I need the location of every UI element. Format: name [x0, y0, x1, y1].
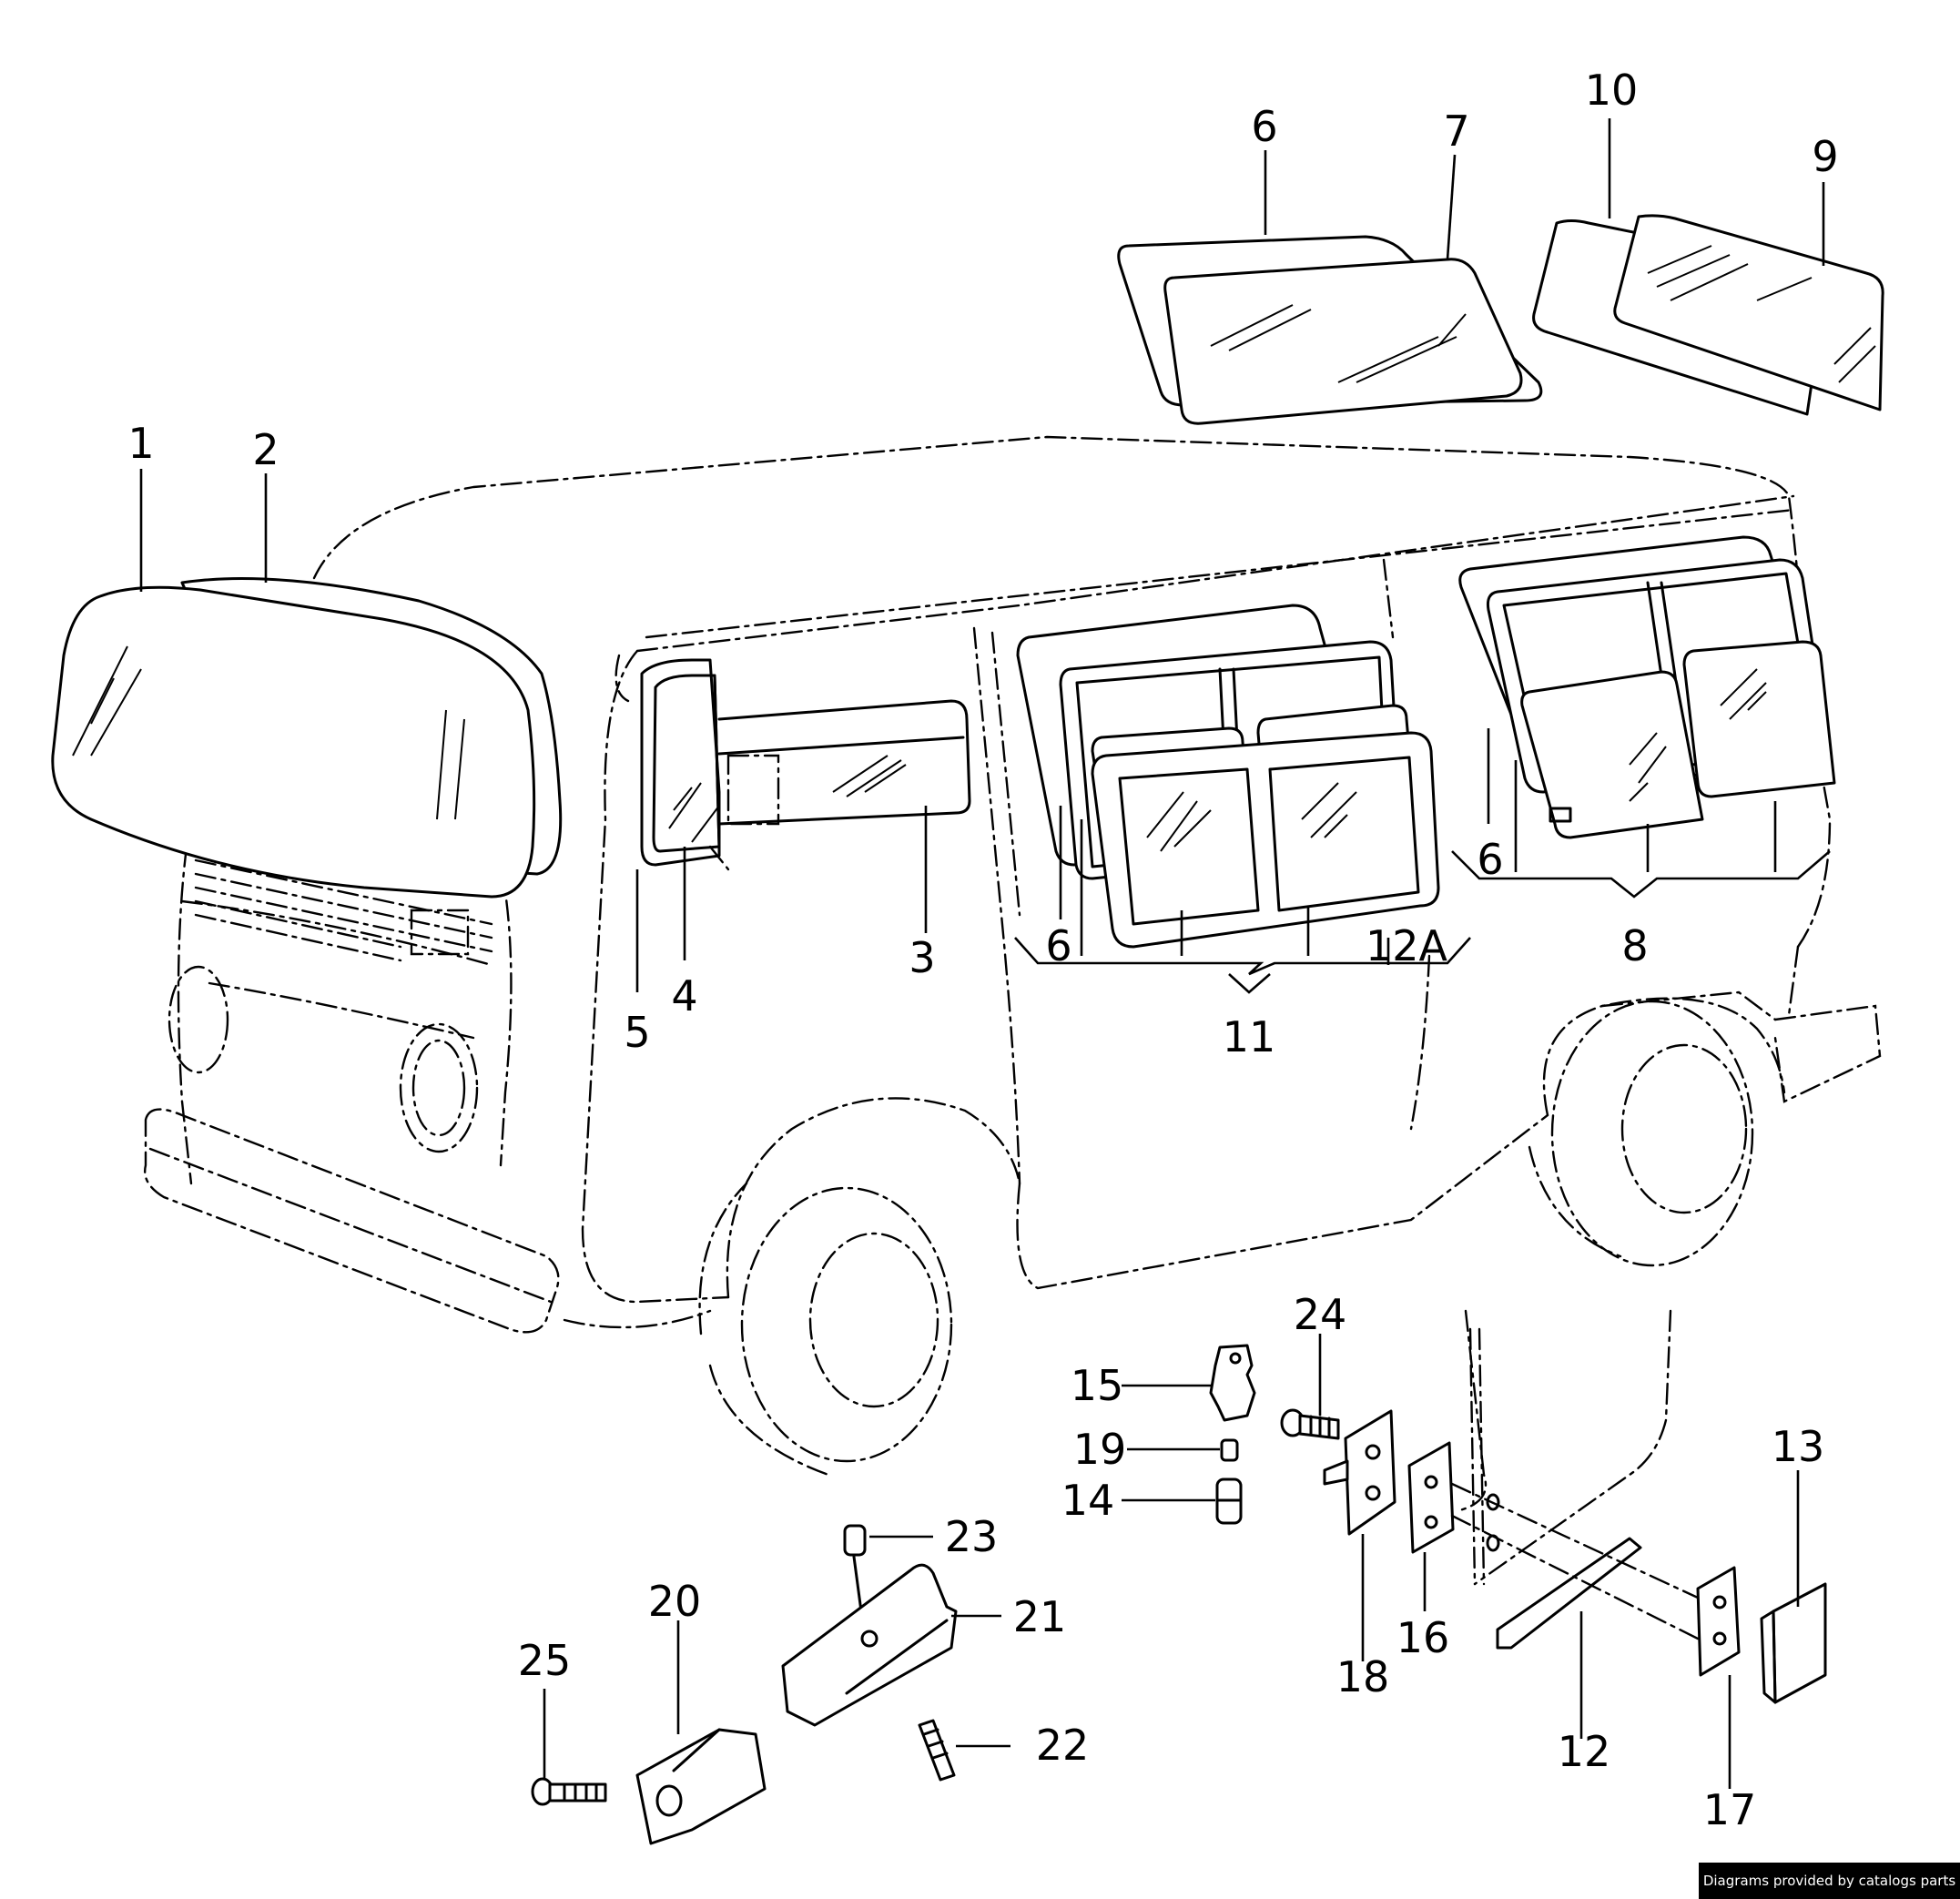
- leader-lines: [139, 118, 1831, 1789]
- hinge-plate-17: [1696, 1566, 1741, 1677]
- callout-12: 12: [1558, 1727, 1611, 1776]
- callout-22: 22: [1036, 1721, 1090, 1770]
- door-glass-lines: [832, 755, 907, 797]
- callout-6-top: 6: [1251, 102, 1277, 151]
- bolt-25: [531, 1777, 607, 1806]
- callout-11: 11: [1223, 1012, 1276, 1061]
- bracket-15: [1209, 1344, 1256, 1422]
- grille: [194, 858, 493, 962]
- callout-16: 16: [1396, 1613, 1450, 1662]
- block-20: [635, 1728, 767, 1845]
- side-glass-10-9: [1532, 214, 1884, 416]
- callout-7: 7: [1443, 107, 1469, 156]
- callout-19: 19: [1073, 1425, 1127, 1474]
- windshield-glass-lines: [72, 645, 465, 820]
- windshield: [51, 585, 536, 899]
- callout-1: 1: [127, 419, 154, 468]
- glass-7-lines: [1210, 304, 1467, 383]
- callout-15: 15: [1071, 1361, 1124, 1410]
- hinge-plate-18: [1323, 1409, 1396, 1536]
- callout-6-rear: 6: [1477, 835, 1503, 884]
- callout-21: 21: [1013, 1592, 1067, 1641]
- side-window-assembly-8: [1458, 535, 1836, 839]
- glass-11-lines: [1146, 782, 1357, 852]
- callout-labels: 1 2 3 4 5 6 7 10 9 6 11 12A 6 8 24 15 19…: [127, 66, 1838, 1834]
- glass-9-lines: [1647, 245, 1876, 383]
- bushing-19: [1220, 1438, 1239, 1462]
- front-door-window: [640, 658, 971, 867]
- callout-25: 25: [518, 1636, 572, 1685]
- bushing-14: [1215, 1478, 1243, 1525]
- callout-5: 5: [624, 1008, 650, 1057]
- callout-12A: 12A: [1366, 921, 1448, 970]
- bolt-24: [1280, 1408, 1340, 1440]
- callout-23: 23: [945, 1512, 999, 1561]
- side-window-assembly-11: [1016, 604, 1440, 949]
- weatherstrip-12: [1496, 1537, 1642, 1650]
- callout-24: 24: [1294, 1290, 1347, 1339]
- mounting-dashed-lines: [1450, 1482, 1700, 1640]
- hinge-plate-16: [1407, 1441, 1455, 1554]
- stud-22: [918, 1719, 956, 1782]
- pad-13: [1760, 1582, 1827, 1704]
- callout-2: 2: [252, 425, 279, 474]
- callout-6-middle: 6: [1045, 921, 1071, 970]
- side-glass-6-7: [1117, 235, 1543, 425]
- callout-18: 18: [1336, 1652, 1390, 1701]
- glass-8-lines: [1629, 668, 1767, 802]
- callout-14: 14: [1061, 1476, 1115, 1525]
- callout-9: 9: [1812, 132, 1838, 181]
- callout-3: 3: [909, 933, 935, 982]
- callout-13: 13: [1772, 1422, 1825, 1471]
- callout-20: 20: [648, 1577, 702, 1626]
- callout-4: 4: [671, 971, 697, 1021]
- vent-glass-lines: [668, 782, 720, 843]
- callout-17: 17: [1703, 1785, 1757, 1834]
- van-body-outline: [144, 435, 1882, 1586]
- callout-8: 8: [1621, 921, 1648, 970]
- callout-10: 10: [1585, 66, 1639, 115]
- credit-text: Diagrams provided by catalogs parts: [1702, 1873, 1956, 1889]
- credit-banner: Diagrams provided by catalogs parts: [1699, 1863, 1960, 1899]
- lever-21: [781, 1563, 958, 1727]
